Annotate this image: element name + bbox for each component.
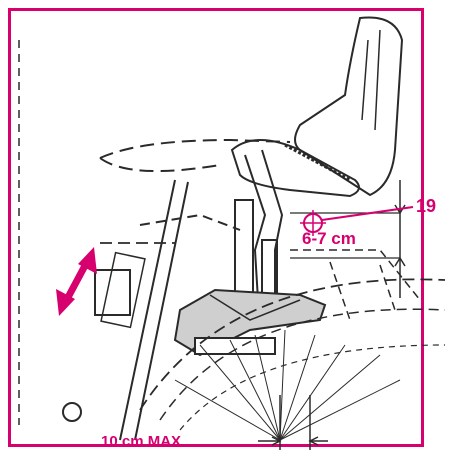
post-clamp: [94, 269, 131, 316]
seat-post: [119, 179, 189, 441]
wheel-inner: [159, 308, 446, 421]
rear-struts: [290, 249, 421, 321]
seat-support-arms: [244, 149, 284, 301]
height-range-label: 6-7 cm: [302, 229, 356, 248]
wheel-rim: [179, 344, 446, 431]
seat-base: [230, 139, 360, 198]
bracket-base: [194, 337, 276, 355]
clamp-body: [100, 251, 146, 329]
post-end-ring: [62, 402, 82, 422]
diagram-frame: [8, 8, 424, 447]
reference-number-label: 19: [416, 196, 437, 216]
marker-leader-line: [321, 206, 414, 221]
backrest-contour: [361, 29, 381, 131]
wheel-outer: [139, 278, 446, 411]
double-arrow-icon: [56, 247, 97, 316]
top-tube: [139, 213, 241, 231]
seat-backrest: [294, 16, 404, 197]
max-dimension-arrows: [271, 436, 319, 446]
bracket-detail: [209, 294, 301, 321]
crosshair-icon: [300, 210, 326, 236]
max-distance-label: 10 cm MAX: [101, 433, 182, 450]
bike-saddle: [99, 138, 291, 173]
wheel-spokes: [174, 329, 401, 441]
seat-hatch: [284, 143, 351, 182]
